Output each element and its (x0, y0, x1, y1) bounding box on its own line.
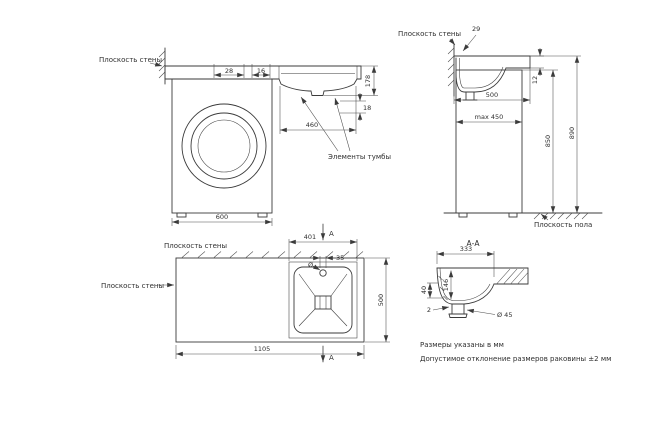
dim-500-side-label: 500 (486, 91, 498, 99)
cabinet-elements-label: Элементы тумбы (328, 153, 391, 161)
sink-side-outline (455, 57, 507, 93)
side-wall-plane-label: Плоскость стены (398, 30, 461, 38)
machine-side-foot-left (458, 212, 468, 218)
machine-door-outer (181, 103, 267, 189)
dim-600-label: 600 (216, 213, 228, 221)
machine-door-glass (197, 119, 251, 173)
dim-12-label: 12 (531, 76, 539, 84)
dim-500-top-label: 500 (377, 294, 385, 306)
dim-460-label: 460 (306, 121, 318, 129)
wall-hatch-front (158, 50, 166, 79)
wall-hatch-side (447, 47, 455, 87)
side-view: Плоскость стены 29 12 500 max 450 (398, 25, 603, 229)
dim-18-label: 18 (363, 104, 371, 112)
machine-front-body (171, 78, 273, 214)
machine-foot-left (176, 212, 187, 218)
dim-890-label: 890 (568, 127, 576, 139)
section-bowl-outer (436, 267, 495, 305)
dim-max450-label: max 450 (475, 113, 504, 121)
dim-850-label: 850 (544, 135, 552, 147)
sink-front-outline (278, 78, 358, 96)
dim-1105-label: 1105 (254, 345, 271, 353)
floor-plane-label: Плоскость пола (534, 221, 592, 229)
front-wall-plane-label: Плоскость стены (99, 56, 162, 64)
cabinet-leader-1 (300, 96, 339, 152)
dim-2-label: 2 (427, 306, 431, 314)
dim-333-label: 333 (460, 245, 472, 253)
dim-45-label: Ø 45 (497, 311, 512, 319)
front-wall-leader (149, 62, 163, 67)
drain-outline (314, 295, 332, 310)
section-a-bottom-label: A (329, 354, 334, 362)
dim-146-label: 146 (442, 279, 450, 291)
section-title: А-А (467, 239, 481, 248)
section-bowl-inner (439, 267, 491, 301)
section-hatch-right (496, 268, 529, 284)
top-wall-plane-top-label: Плоскость стены (164, 242, 227, 250)
top-view: Плоскость стены Плоскость стены Ø 35 401… (101, 233, 390, 363)
cabinet-leader-2 (334, 97, 351, 152)
note-units: Размеры указаны в мм (420, 341, 504, 349)
section-hatch-left (438, 275, 448, 301)
dim-35-label: 35 (336, 254, 344, 262)
wall-hatch-topview (181, 251, 364, 258)
dim-401-label: 401 (304, 233, 316, 241)
dim-28-label: 28 (225, 67, 233, 75)
notes: Размеры указаны в мм Допустимое отклонен… (420, 341, 611, 363)
diameter-symbol-label: Ø (308, 261, 313, 269)
machine-foot-right (257, 212, 268, 218)
machine-door-inner (190, 112, 258, 180)
note-tolerance: Допустимое отклонение размеров раковины … (420, 355, 611, 363)
machine-side-foot-right (508, 212, 518, 218)
sink-top-outline (288, 261, 358, 339)
top-wall-plane-left-label: Плоскость стены (101, 282, 164, 290)
countertop-outline (175, 257, 365, 343)
sink-bowl-outline (293, 266, 353, 334)
dim-29-label: 29 (472, 25, 480, 33)
section-a-top-label: A (329, 230, 334, 238)
dim-40-label: 40 (420, 286, 428, 294)
floor-hatch (533, 212, 589, 220)
faucet-hole (319, 269, 327, 277)
front-view: Плоскость стены 28 16 178 460 (99, 47, 391, 241)
section-view: А-А 333 146 40 2 Ø 45 (420, 239, 529, 319)
dim-178-label: 178 (364, 75, 372, 87)
dim-16-label: 16 (257, 67, 265, 75)
floor-leader (540, 213, 549, 221)
